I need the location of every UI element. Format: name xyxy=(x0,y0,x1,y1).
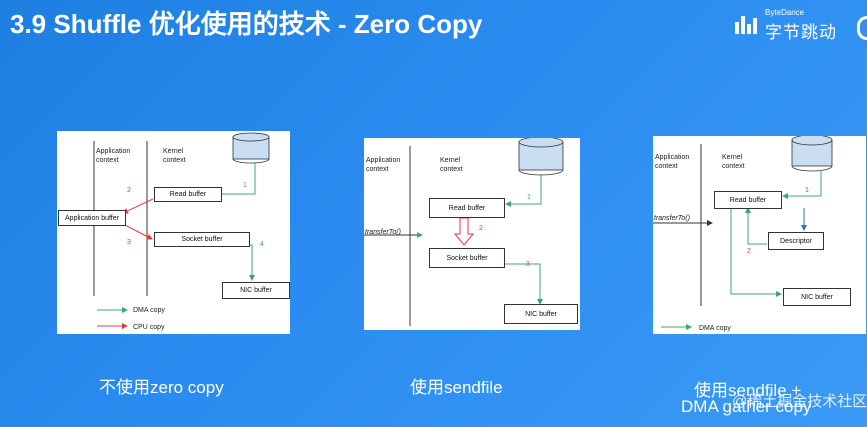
kernel-context-label: Kernel context xyxy=(440,157,463,173)
nic-buffer-box: NIC buffer xyxy=(783,288,851,306)
diagram-sendfile-dma-gather: Application context Kernel context trans… xyxy=(653,136,866,334)
step-3-label: 3 xyxy=(526,261,530,268)
logo-small-text: ByteDance xyxy=(765,8,805,17)
caption-no-zero-copy: 不使用zero copy xyxy=(99,378,224,397)
read-buffer-box: Read buffer xyxy=(154,187,222,202)
disk-icon xyxy=(232,132,270,164)
disk-icon xyxy=(518,138,564,176)
step-1-label: 1 xyxy=(243,182,247,189)
bytedance-logo-icon xyxy=(735,16,757,34)
legend-cpu-copy: CPU copy xyxy=(133,324,165,331)
socket-buffer-box: Socket buffer xyxy=(154,232,250,247)
nic-buffer-box: NIC buffer xyxy=(504,304,578,324)
caption-sendfile-dma-line2: DMA gather copy xyxy=(681,397,812,416)
application-context-label: Application context xyxy=(366,157,401,173)
logo-partial-icon xyxy=(857,16,867,40)
caption-sendfile-dma-line1: 使用sendfile + xyxy=(694,381,802,400)
legend-dma-copy: DMA copy xyxy=(699,325,731,332)
diagram-sendfile: Application context Kernel context trans… xyxy=(364,138,580,330)
application-context-label: Application context xyxy=(96,148,131,164)
diagram-no-zero-copy: Application context Kernel context Read … xyxy=(57,131,290,334)
diagram-sendfile-dma-gather-lines xyxy=(653,136,833,330)
descriptor-box: Descriptor xyxy=(768,232,824,250)
step-4-label: 4 xyxy=(260,241,264,248)
step-1-label: 1 xyxy=(527,194,531,201)
diagram-sendfile-lines xyxy=(364,138,564,326)
transfer-to-label: transferTo() xyxy=(654,215,690,222)
step-2-label: 2 xyxy=(747,248,751,255)
kernel-context-label: Kernel context xyxy=(722,154,745,170)
diagram-no-zero-copy-lines xyxy=(93,132,270,329)
application-context-label: Application context xyxy=(655,154,690,170)
kernel-context-label: Kernel context xyxy=(163,148,186,164)
step-2-label: 2 xyxy=(127,187,131,194)
logo-big-text: 字节跳动 xyxy=(765,23,837,42)
transfer-to-label: transferTo() xyxy=(365,229,401,236)
step-3-label: 3 xyxy=(127,239,131,246)
read-buffer-box: Read buffer xyxy=(429,198,505,218)
nic-buffer-box: NIC buffer xyxy=(222,282,290,299)
page-title: 3.9 Shuffle 优化使用的技术 - Zero Copy xyxy=(10,9,483,39)
read-buffer-box: Read buffer xyxy=(714,191,782,209)
step-2-label: 2 xyxy=(479,225,483,232)
application-buffer-box: Application buffer xyxy=(58,210,126,226)
socket-buffer-box: Socket buffer xyxy=(429,248,505,268)
watermark: @稀土掘金技术社区 xyxy=(732,393,867,410)
step-1-label: 1 xyxy=(805,187,809,194)
disk-icon xyxy=(791,136,833,172)
legend-dma-copy: DMA copy xyxy=(133,307,165,314)
caption-sendfile: 使用sendfile xyxy=(410,378,503,397)
